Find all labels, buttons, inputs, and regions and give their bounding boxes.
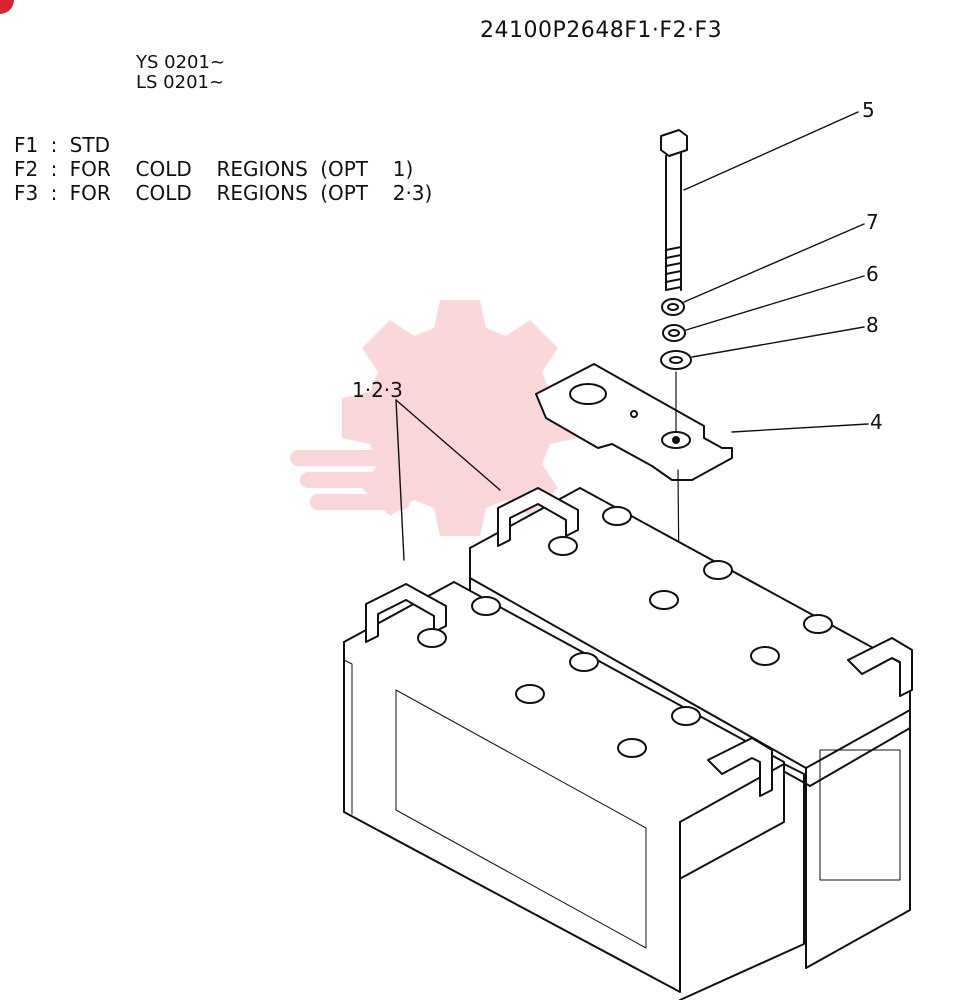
front-battery-caps: [417, 596, 701, 758]
leader-lines: [395, 111, 869, 561]
lock-washer-part: [662, 324, 686, 342]
callout-nut: 7: [866, 210, 879, 234]
callout-hold-down-plate: 4: [870, 410, 883, 434]
callout-washer: 8: [866, 313, 879, 337]
watermark-gear-icon: [290, 300, 578, 536]
bolt-part: [660, 129, 688, 291]
rear-battery: [469, 487, 913, 969]
variant-f2: F2 : FOR COLD REGIONS (OPT 1): [14, 157, 414, 181]
serial-ls: LS 0201~: [136, 72, 225, 93]
front-battery: [343, 581, 805, 1000]
rear-battery-caps: [548, 506, 833, 666]
serial-ys: YS 0201~: [136, 52, 226, 73]
variant-f1: F1 : STD: [14, 133, 110, 157]
callout-batteries: 1·2·3: [352, 378, 403, 402]
washer-part: [660, 350, 692, 370]
callout-bolt: 5: [862, 98, 875, 122]
part-number: 24100P2648F1·F2·F3: [480, 18, 723, 43]
callout-lock-washer: 6: [866, 262, 879, 286]
variant-f3: F3 : FOR COLD REGIONS (OPT 2·3): [14, 181, 433, 205]
hold-down-plate-part: [535, 363, 733, 481]
nut-part: [661, 298, 685, 316]
